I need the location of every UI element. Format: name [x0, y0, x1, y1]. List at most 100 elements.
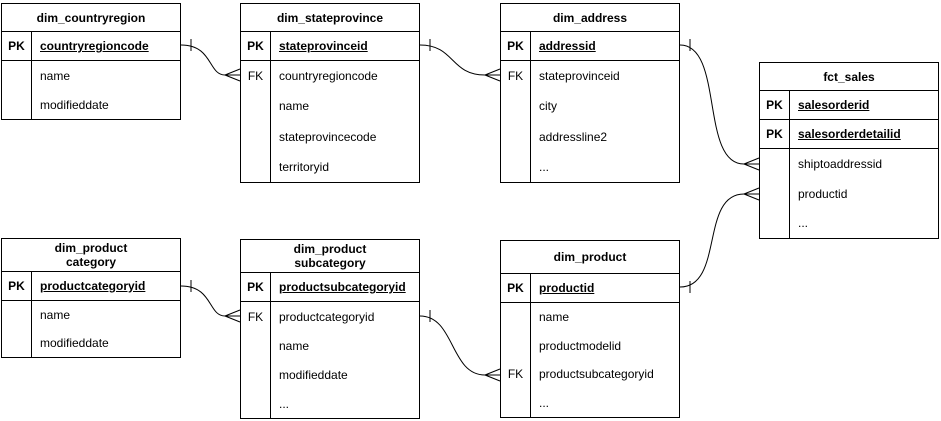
- table-row: stateprovincecode: [241, 121, 419, 152]
- column-name: countryregioncode: [279, 69, 378, 84]
- table-dim-product-category[interactable]: dim_product category PK productcategoryi…: [1, 238, 181, 358]
- table-dim-countryregion[interactable]: dim_countryregion PK countryregioncode n…: [1, 3, 181, 120]
- table-row: PK countryregioncode: [2, 32, 180, 61]
- table-row: FK productsubcategoryid: [501, 360, 679, 389]
- fk-badge: FK: [241, 302, 271, 331]
- table-row: PK stateprovinceid: [241, 32, 419, 61]
- table-row: name: [2, 301, 180, 329]
- key-badge: [501, 388, 531, 417]
- column-name: stateprovinceid: [279, 39, 368, 53]
- column-name: addressline2: [539, 129, 608, 144]
- table-row: PK salesorderid: [760, 91, 938, 120]
- table-dim-stateprovince[interactable]: dim_stateprovince PK stateprovinceid FK …: [240, 3, 420, 183]
- pk-badge: PK: [241, 32, 271, 60]
- table-row: shiptoaddressid: [760, 149, 938, 179]
- fk-badge: FK: [501, 61, 531, 92]
- pk-badge: PK: [241, 273, 271, 301]
- key-badge: [501, 121, 531, 152]
- key-badge: [760, 208, 790, 239]
- table-title: dim_stateprovince: [241, 4, 419, 32]
- column-name: ...: [798, 216, 809, 231]
- table-row: PK productsubcategoryid: [241, 273, 419, 302]
- column-name: name: [279, 338, 310, 353]
- column-name: shiptoaddressid: [798, 156, 883, 171]
- table-title: dim_address: [501, 4, 679, 32]
- key-badge: [501, 331, 531, 360]
- table-dim-address[interactable]: dim_address PK addressid FK stateprovinc…: [500, 3, 680, 183]
- table-title: dim_product category: [2, 239, 180, 272]
- table-row: ...: [241, 389, 419, 418]
- fk-badge: FK: [241, 61, 271, 92]
- key-badge: [501, 151, 531, 182]
- column-name: city: [539, 99, 557, 114]
- column-name: name: [40, 68, 71, 83]
- pk-badge: PK: [2, 32, 32, 60]
- table-row: modifieddate: [241, 360, 419, 389]
- key-badge: [2, 329, 32, 357]
- key-badge: [241, 389, 271, 418]
- table-row: modifieddate: [2, 329, 180, 357]
- key-badge: [241, 121, 271, 152]
- relation-productsubcategory-product[interactable]: [419, 310, 501, 382]
- column-name: productid: [798, 186, 848, 201]
- table-row: PK salesorderdetailid: [760, 120, 938, 149]
- table-row: modifieddate: [2, 90, 180, 119]
- pk-badge: PK: [760, 91, 790, 119]
- table-row: FK stateprovinceid: [501, 61, 679, 92]
- relation-product-fctsales[interactable]: [679, 187, 760, 293]
- pk-badge: PK: [760, 120, 790, 148]
- column-name: productmodelid: [539, 338, 622, 353]
- key-badge: [241, 360, 271, 389]
- table-row: PK productcategoryid: [2, 272, 180, 301]
- table-title: dim_product subcategory: [241, 240, 419, 273]
- pk-badge: PK: [2, 272, 32, 300]
- column-name: modifieddate: [40, 97, 109, 112]
- relation-address-fctsales[interactable]: [679, 39, 760, 171]
- table-dim-product[interactable]: dim_product PK productid name productmod…: [500, 240, 680, 418]
- relation-productcategory-productsubcategory[interactable]: [180, 280, 241, 323]
- table-row: name: [241, 91, 419, 122]
- table-row: ...: [501, 388, 679, 417]
- column-name: productsubcategoryid: [539, 367, 654, 382]
- column-name: productid: [539, 281, 595, 295]
- table-fct-sales[interactable]: fct_sales PK salesorderid PK salesorderd…: [759, 62, 939, 239]
- table-row: name: [2, 61, 180, 90]
- table-row: productmodelid: [501, 331, 679, 360]
- column-name: productcategoryid: [40, 279, 146, 293]
- fk-badge: FK: [501, 360, 531, 389]
- key-badge: [760, 149, 790, 179]
- pk-badge: PK: [501, 274, 531, 302]
- key-badge: [2, 301, 32, 329]
- table-row: addressline2: [501, 121, 679, 152]
- relation-stateprovince-address[interactable]: [419, 39, 501, 82]
- column-name: ...: [539, 395, 550, 410]
- column-name: name: [40, 308, 71, 322]
- key-badge: [241, 91, 271, 122]
- table-row: ...: [760, 208, 938, 239]
- table-row: FK countryregioncode: [241, 61, 419, 92]
- column-name: countryregioncode: [40, 39, 149, 53]
- table-title: dim_product: [501, 241, 679, 274]
- key-badge: [241, 331, 271, 360]
- table-title: dim_countryregion: [2, 4, 180, 32]
- table-row: city: [501, 91, 679, 122]
- table-row: PK productid: [501, 274, 679, 303]
- table-row: name: [241, 331, 419, 360]
- column-name: modifieddate: [40, 336, 109, 350]
- column-name: salesorderdetailid: [798, 127, 901, 141]
- column-name: productcategoryid: [279, 309, 375, 324]
- table-row: territoryid: [241, 151, 419, 182]
- column-name: name: [539, 310, 570, 325]
- column-name: territoryid: [279, 159, 330, 174]
- column-name: stateprovinceid: [539, 69, 620, 84]
- column-name: name: [279, 99, 310, 114]
- table-dim-product-subcategory[interactable]: dim_product subcategory PK productsubcat…: [240, 239, 420, 419]
- relation-countryregion-stateprovince[interactable]: [180, 39, 241, 82]
- key-badge: [760, 178, 790, 209]
- table-row: productid: [760, 178, 938, 209]
- pk-badge: PK: [501, 32, 531, 60]
- column-name: ...: [539, 159, 550, 174]
- key-badge: [501, 91, 531, 122]
- key-badge: [501, 303, 531, 332]
